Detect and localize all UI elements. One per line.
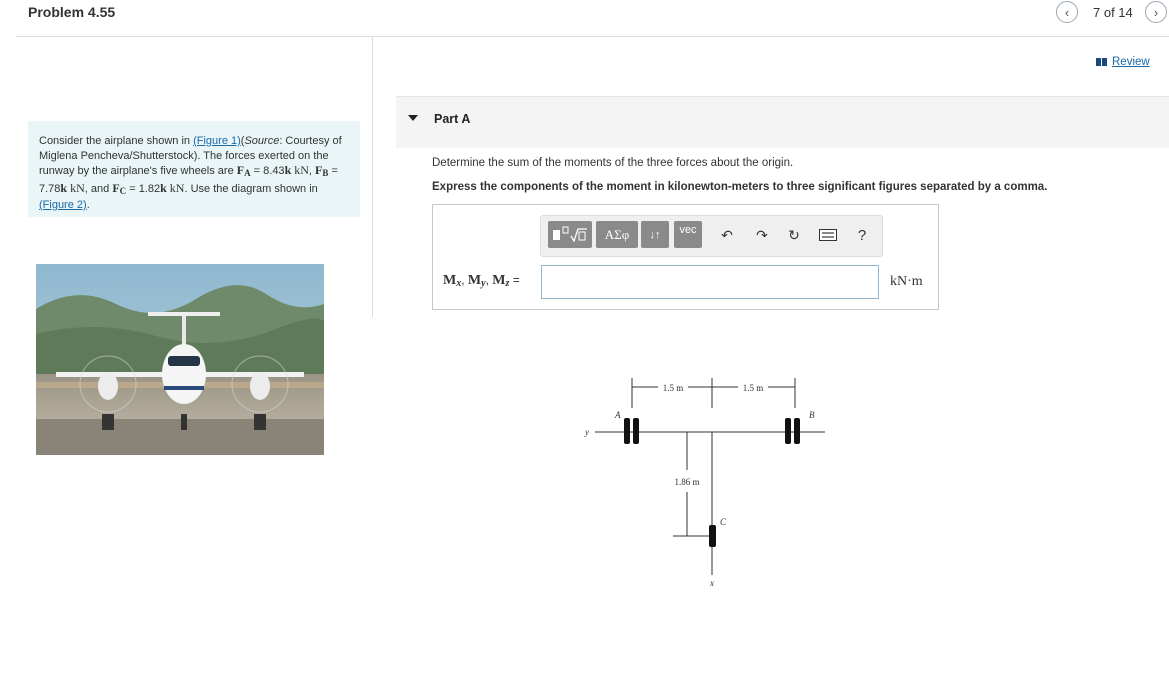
vector-button[interactable]: vec [674, 221, 702, 248]
dimension-label-1: 1.5 m [663, 383, 684, 393]
unit-vector-k: k [284, 163, 292, 177]
dimension-label-2: 1.5 m [743, 383, 764, 393]
y-axis-label: y [584, 427, 589, 437]
force-unit: kN [67, 180, 85, 195]
force-unit: kN [166, 180, 185, 195]
problem-text: . [86, 199, 90, 211]
problem-text: , [308, 165, 316, 177]
review-link[interactable]: Review [1096, 56, 1150, 68]
chevron-right-icon: › [1153, 4, 1159, 20]
airplane-photo[interactable] [36, 264, 324, 455]
force-unit: kN [291, 163, 309, 177]
wheel-b2 [794, 418, 800, 444]
force-c-symbol: F [112, 180, 120, 195]
header-divider [16, 36, 1169, 37]
x-axis-label: x [709, 578, 714, 588]
unit-vector-k: k [60, 180, 68, 195]
force-b-subscript: B [322, 168, 329, 178]
force-c-subscript: C [119, 185, 127, 196]
subscript-superscript-button[interactable]: ↓↑ [641, 221, 669, 248]
templates-icon [553, 226, 587, 243]
part-title: Part A [434, 112, 471, 126]
force-b-value: = 7.78 [39, 165, 338, 195]
wheel-c [709, 525, 716, 547]
dimension-label-3: 1.86 m [674, 477, 699, 487]
unit-vector-k: k [160, 180, 167, 195]
math-toolbar: ΑΣφ ↓↑ vec ↶ ↷ ↻ ? [540, 215, 883, 257]
answer-input[interactable] [541, 265, 879, 299]
previous-problem-button[interactable]: ‹ [1056, 1, 1078, 23]
force-b-symbol: F [315, 163, 323, 177]
label-b: B [809, 410, 815, 420]
question-prompt: Determine the sum of the moments of the … [432, 157, 794, 169]
next-problem-button[interactable]: › [1145, 1, 1167, 23]
figure-1-link[interactable]: (Figure 1) [193, 135, 241, 147]
wheel-a1 [624, 418, 630, 444]
answer-unit: kN·m [890, 274, 923, 289]
page-title: Problem 4.55 [28, 4, 116, 20]
force-a-symbol: F [236, 163, 245, 177]
answer-label: Mx, My, Mz = [443, 273, 520, 289]
part-a-header[interactable]: Part A [396, 96, 1169, 148]
page-indicator: 7 of 14 [1093, 5, 1133, 20]
figure-2-link[interactable]: (Figure 2) [39, 199, 87, 211]
undo-icon[interactable]: ↶ [721, 226, 733, 243]
book-icon [1096, 58, 1108, 66]
wheel-layout-diagram: 1.5 m 1.5 m y x 1.86 m A B C [584, 378, 825, 588]
templates-button[interactable] [548, 221, 592, 248]
question-instruction: Express the components of the moment in … [432, 181, 1048, 193]
problem-text: , and [84, 182, 113, 195]
force-a-subscript: A [244, 168, 251, 178]
force-a-value: = 8.43 [250, 165, 285, 177]
help-button[interactable]: ? [857, 226, 867, 244]
chevron-left-icon: ‹ [1064, 4, 1070, 20]
label-c: C [720, 517, 727, 527]
wheel-b1 [785, 418, 791, 444]
force-c-value: = 1.82 [126, 182, 161, 195]
redo-icon[interactable]: ↷ [756, 226, 768, 243]
keyboard-icon[interactable] [818, 225, 838, 245]
source-label: Source [244, 135, 280, 147]
collapse-caret-icon[interactable] [408, 115, 418, 121]
problem-text: . Use the diagram shown in [184, 182, 318, 195]
problem-statement: Consider the airplane shown in (Figure 1… [28, 121, 360, 217]
answer-area: ΑΣφ ↓↑ vec ↶ ↷ ↻ ? Mx, My, Mz = kN·m [432, 204, 939, 310]
reset-icon[interactable]: ↻ [788, 226, 800, 243]
problem-text: Consider the airplane shown in [39, 135, 194, 147]
column-divider [372, 37, 373, 317]
label-a: A [614, 410, 621, 420]
problem-text: : Courtesy of Miglena Pencheva/Shutterst… [39, 135, 342, 177]
problem-text: ( [240, 135, 245, 147]
wheel-a2 [633, 418, 639, 444]
review-label: Review [1112, 56, 1150, 68]
greek-symbols-button[interactable]: ΑΣφ [596, 221, 638, 248]
